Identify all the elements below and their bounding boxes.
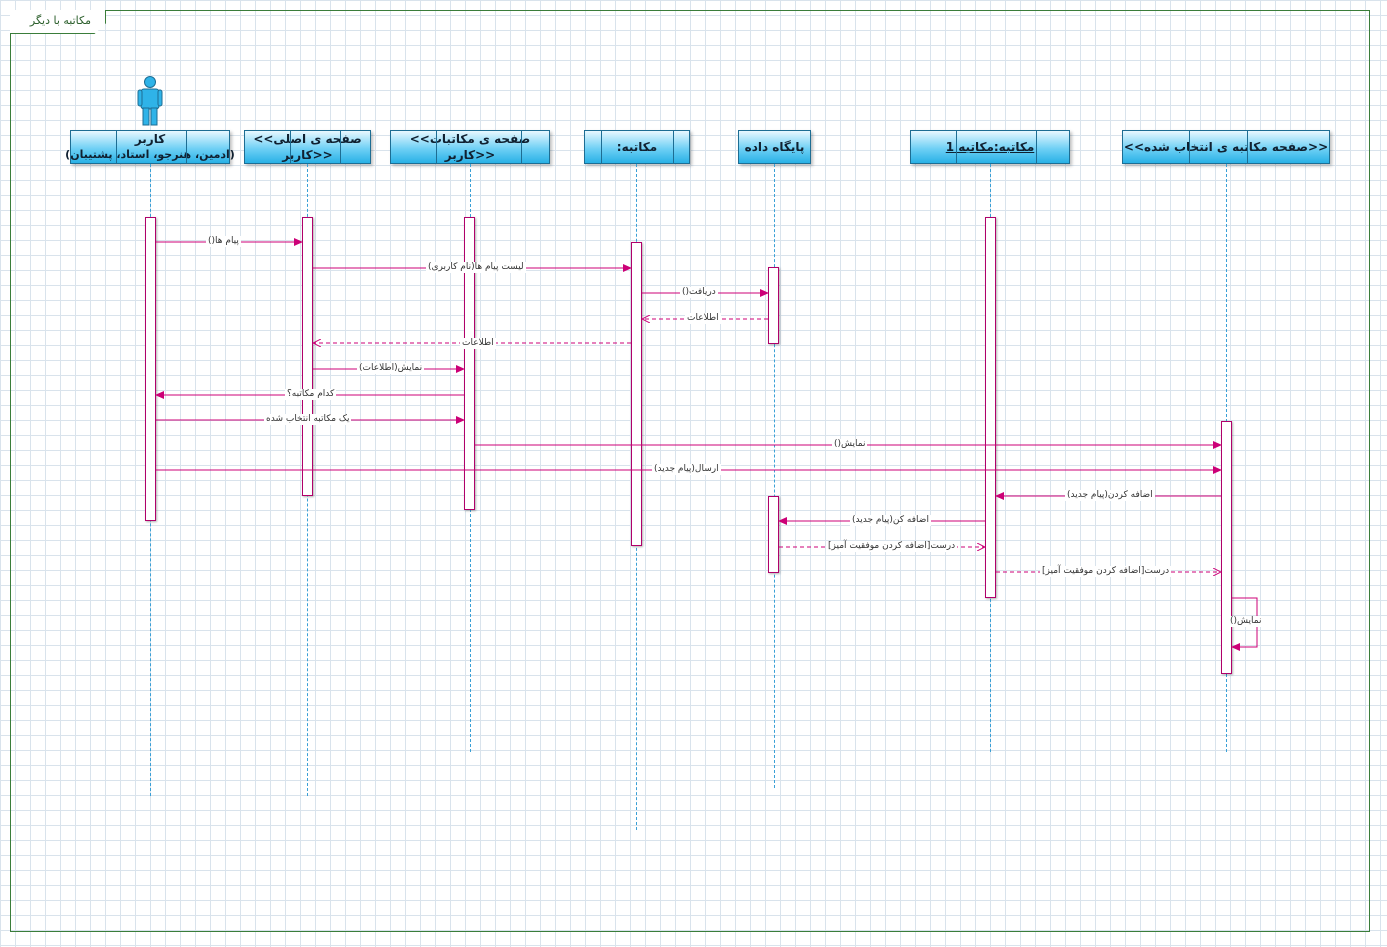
msg-label-7: کدام مکاتبه؟: [285, 389, 337, 400]
activation-correspondence1: [985, 217, 996, 598]
user-icon: [137, 76, 163, 126]
main-page-object[interactable]: صفحه ی اصلی>> <<کاربر: [244, 130, 371, 164]
actor-name: کاربر: [134, 132, 166, 146]
msg-label-13: درست[اضافه کردن موفقیت آمیز]: [826, 541, 958, 552]
msg-label-14: درست[اضافه کردن موفقیت آمیز]: [1040, 566, 1172, 577]
activation-user: [145, 217, 156, 521]
activation-database-1: [768, 267, 779, 344]
mail-page-title: صفحه ی مکاتبات>>: [409, 132, 531, 146]
msg-label-9: نمایش(): [832, 439, 868, 450]
activation-selected-page: [1221, 421, 1232, 674]
correspondence-title: مکاتبه:: [616, 140, 658, 154]
activation-mail-page: [464, 217, 475, 510]
msg-label-6: نمایش(اطلاعات): [357, 363, 425, 374]
selected-page-object[interactable]: <<صفحه مکاتبه ی انتخاب شده>>: [1122, 130, 1330, 164]
msg-label-10: ارسال(پیام جدید): [652, 464, 721, 475]
actor-user-header[interactable]: کاربر (ادمین، هنرجو، استاد، پشتیبان): [65, 130, 235, 164]
actor-roles: (ادمین، هنرجو، استاد، پشتیبان): [65, 148, 235, 161]
database-object[interactable]: پایگاه داده: [738, 130, 811, 164]
msg-label-4: اطلاعات: [685, 313, 721, 324]
frame-title: مکاتبه با دیگر کاربران: [10, 10, 106, 34]
msg-label-2: لیست پیام ها(نام کاربری): [426, 262, 526, 273]
correspondence-object[interactable]: مکاتبه:: [584, 130, 690, 164]
lifeline-database: [774, 164, 775, 788]
sequence-diagram-frame: [10, 10, 1370, 932]
database-title: پایگاه داده: [744, 140, 805, 154]
correspondence1-title: مکاتبه:مکاتبه 1: [945, 140, 1035, 154]
activation-main-page: [302, 217, 313, 496]
activation-database-2: [768, 496, 779, 573]
msg-label-12: اضافه کن(پیام جدید): [850, 515, 931, 526]
msg-label-3: دریافت(): [680, 287, 718, 298]
msg-label-15: نمایش(): [1228, 616, 1264, 627]
msg-label-1: پیام ها(): [206, 236, 241, 247]
msg-label-5: اطلاعات: [460, 338, 496, 349]
msg-label-11: اضافه کردن(پیام جدید): [1065, 490, 1155, 501]
selected-page-title: <<صفحه مکاتبه ی انتخاب شده>>: [1123, 140, 1329, 154]
activation-correspondence: [631, 242, 642, 546]
main-page-title: صفحه ی اصلی>>: [253, 132, 362, 146]
mail-page-object[interactable]: صفحه ی مکاتبات>> <<کاربر: [390, 130, 550, 164]
msg-label-8: یک مکاتبه انتخاب شده: [264, 414, 352, 425]
correspondence1-object[interactable]: مکاتبه:مکاتبه 1: [910, 130, 1070, 164]
main-page-stereotype: <<کاربر: [282, 148, 333, 162]
mail-page-stereotype: <<کاربر: [444, 148, 496, 162]
